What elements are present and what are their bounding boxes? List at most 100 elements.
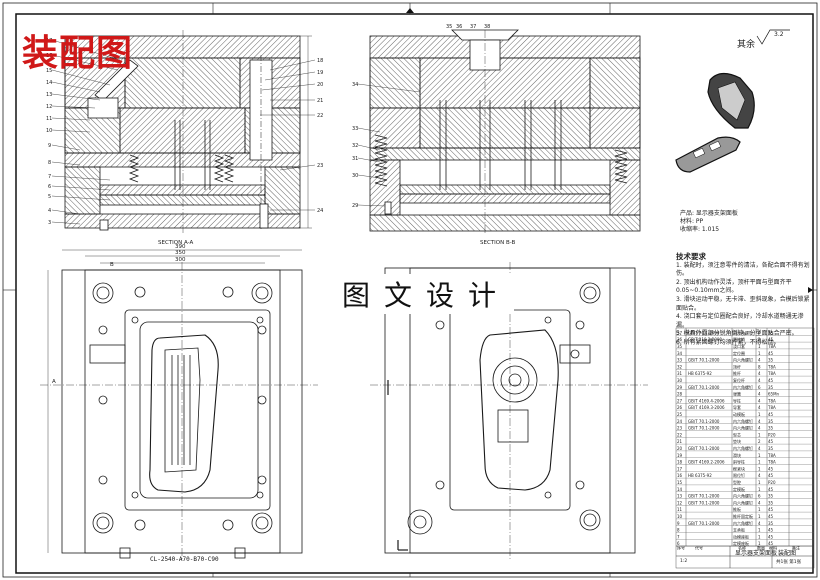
- bom-cell: 6: [677, 541, 680, 546]
- bom-cell: 8: [758, 364, 761, 369]
- svg-text:9: 9: [48, 143, 51, 149]
- watermark-text: 图文设计: [338, 274, 515, 314]
- bom-cell: 32: [677, 364, 683, 369]
- bom-cell: 45: [768, 487, 774, 492]
- svg-text:33: 33: [352, 126, 358, 132]
- bom-cell: 内六角螺钉: [733, 329, 753, 335]
- bom-cell: 内六角螺钉: [733, 520, 753, 526]
- svg-text:32: 32: [352, 143, 358, 149]
- bom-cell: 顶杆: [733, 363, 741, 369]
- bom-cell: GB/T 70.1-2000: [688, 419, 720, 424]
- bom-cell: 45: [768, 439, 774, 444]
- bom-cell: 16: [677, 473, 683, 478]
- bom-cell: 1: [758, 460, 761, 465]
- svg-text:3: 3: [48, 220, 51, 226]
- bom-header-cell: 序号: [677, 545, 685, 551]
- note-item: 3. 滑块运动平稳，无卡滞、歪斜现象，合模后锁紧面贴合。: [676, 295, 810, 312]
- bom-cell: 4: [758, 473, 761, 478]
- bom-cell: 内六角螺钉: [733, 418, 753, 424]
- section-label-right: SECTION B-B: [480, 240, 516, 246]
- roughness-value: 3.2: [774, 31, 784, 38]
- bom-cell: 弹簧: [733, 391, 741, 397]
- technical-notes: 技术要求 1. 装配时，须注意零件的清洁，各配合面不得有划伤。 2. 顶出机构动…: [676, 252, 811, 348]
- bom-cell: 内六角螺钉: [733, 499, 753, 505]
- bom-cell: T8A: [767, 460, 776, 465]
- note-item: 6. 所有紧固螺钉均须拧紧，不得松动。: [676, 338, 780, 346]
- bom-cell: 1: [758, 466, 761, 471]
- bom-cell: 35: [768, 500, 774, 505]
- bom-cell: 导套: [733, 404, 741, 410]
- title-block-sheet: 共1张 第1张: [776, 560, 802, 565]
- bom-cell: T8A: [767, 371, 776, 376]
- bom-cell: 45: [768, 534, 774, 539]
- roughness-note: 其余 3.2: [737, 31, 784, 50]
- bom-cell: 复位杆: [733, 377, 745, 383]
- bom-cell: 45: [768, 514, 774, 519]
- bom-cell: 内六角螺钉: [733, 493, 753, 499]
- bom-cell: 1: [758, 453, 761, 458]
- bom-cell: 4: [758, 419, 761, 424]
- section-label-left: SECTION A-A: [158, 240, 194, 246]
- bom-cell: 导柱: [733, 397, 741, 403]
- svg-text:36: 36: [456, 24, 462, 30]
- bom-table-grid: [675, 327, 815, 569]
- bom-cell: 型腔: [733, 479, 741, 485]
- bom-cell: 45: [768, 337, 774, 342]
- bom-cell: GB/T 119.2-2000: [688, 337, 722, 342]
- bom-cell: 内六角螺钉: [733, 384, 753, 390]
- bom-cell: 1: [758, 514, 761, 519]
- product-info: 产品: 显示器支架面板 材料: PP 收缩率: 1.015: [680, 210, 738, 234]
- bom-cell: 35: [768, 521, 774, 526]
- bom-cell: GB/T 4169.3-2006: [688, 405, 725, 410]
- note-item: 1. 装配时，须注意零件的清洁，各配合面不得有划伤。: [676, 261, 810, 278]
- bom-cell: 4: [758, 392, 761, 397]
- bom-cell: 30: [677, 378, 683, 383]
- bom-header-cell: 数量: [757, 545, 765, 551]
- svg-text:19: 19: [317, 70, 323, 76]
- bom-cell: 推杆固定板: [733, 513, 753, 519]
- bom-cell: 浇口套: [733, 343, 745, 349]
- bom-cell: 65Mn: [768, 392, 780, 397]
- title-block-name: 显示器支架面板: [735, 550, 778, 557]
- bom-cell: P20: [768, 432, 776, 437]
- bom-cell: 1: [758, 432, 761, 437]
- bom-cell: 18: [677, 460, 683, 465]
- title-block: [676, 545, 814, 568]
- svg-text:20: 20: [317, 82, 323, 88]
- notes-heading: 技术要求: [676, 252, 706, 261]
- bom-cell: 45: [768, 466, 774, 471]
- bom-cell: 型芯: [733, 431, 741, 437]
- bom-cell: 24: [677, 419, 683, 424]
- svg-text:14: 14: [46, 80, 52, 86]
- note-item: 4. 浇口套与定位圈配合良好，冷却水道畅通无渗漏。: [676, 313, 804, 329]
- svg-text:350: 350: [175, 250, 186, 256]
- svg-text:12: 12: [46, 104, 52, 110]
- bom-cell: 28: [677, 392, 683, 397]
- note-item: 5. 模具外露部分锐角倒钝，分型面贴合严密。: [676, 330, 798, 338]
- svg-text:22: 22: [317, 113, 323, 119]
- bom-cell: 1: [758, 351, 761, 356]
- bom-cell: 推板: [733, 506, 741, 512]
- bom-cell: GB/T 70.1-2000: [688, 358, 720, 363]
- svg-text:390: 390: [175, 244, 186, 250]
- bom-cell: 17: [677, 466, 683, 471]
- bom-cell: GB/T 70.1-2000: [688, 521, 720, 526]
- bom-cell: 2: [758, 337, 761, 342]
- bom-cell: 4: [758, 378, 761, 383]
- svg-text:300: 300: [175, 257, 186, 263]
- bom-cell: 35: [768, 385, 774, 390]
- bom-cell: 15: [677, 480, 683, 485]
- drawing-title-overlay: 装配图: [22, 32, 134, 74]
- bom-cell: 圆柱销: [733, 336, 745, 342]
- bom-cell: 4: [758, 405, 761, 410]
- svg-text:4: 4: [48, 208, 51, 214]
- svg-text:30: 30: [352, 173, 358, 179]
- bom-cell: 45: [768, 351, 774, 356]
- bom-cell: 25: [677, 412, 683, 417]
- svg-text:B: B: [110, 262, 114, 268]
- svg-text:18: 18: [317, 58, 323, 64]
